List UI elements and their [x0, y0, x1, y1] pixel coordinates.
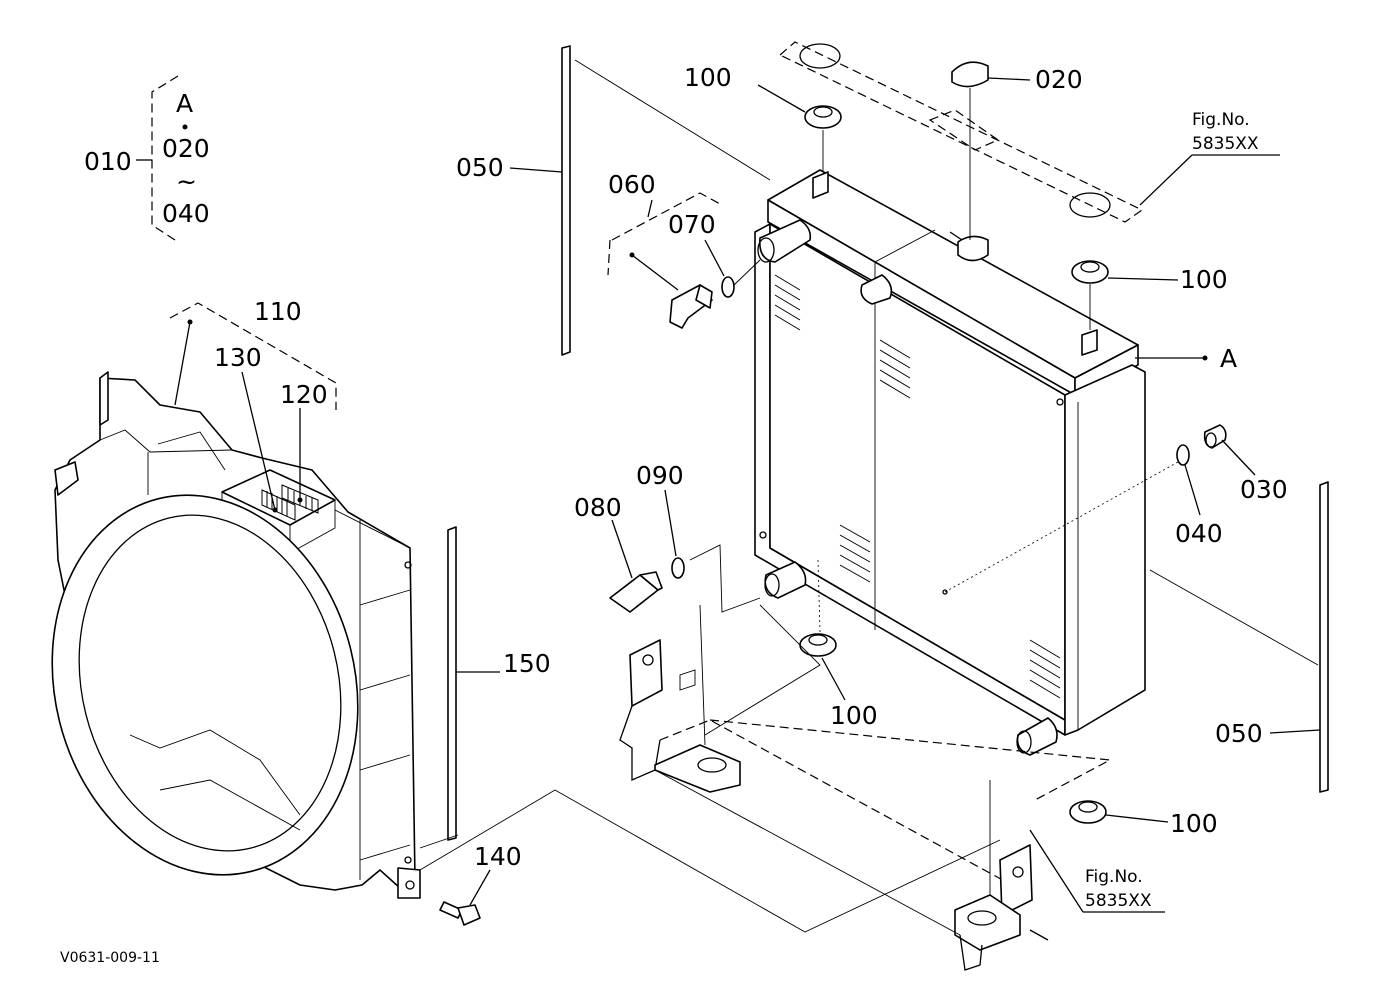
callout-100-top: 100 — [684, 63, 732, 92]
drain-plug-030-part: 030 — [1203, 424, 1288, 504]
group-010-member-a: A — [176, 89, 193, 118]
radiator-core-part — [754, 169, 1146, 756]
group-010-number: 010 — [84, 147, 132, 176]
grommet-100-bottom-part: 100 — [1069, 800, 1218, 838]
fig-ref-top: Fig.No. 5835XX — [1192, 110, 1259, 154]
seal-strip-050-right-part: 050 — [1149, 481, 1329, 793]
callout-060: 060 — [608, 170, 656, 199]
group-060-bracket: 060 070 — [607, 170, 723, 291]
seal-strip-050-left-part: 050 — [456, 45, 771, 356]
callout-150: 150 — [503, 649, 551, 678]
point-a-marker: A — [1135, 344, 1237, 373]
callout-100-mid: 100 — [830, 701, 878, 730]
callout-140: 140 — [474, 842, 522, 871]
callout-030: 030 — [1240, 475, 1288, 504]
o-ring-070-part — [704, 239, 761, 298]
fan-shroud-part — [51, 371, 421, 899]
fig-ref-top-line1: Fig.No. — [1192, 110, 1250, 130]
callout-110: 110 — [254, 297, 302, 326]
fig-ref-bottom-line2: 5835XX — [1085, 891, 1152, 911]
o-ring-090-part: 090 — [636, 461, 761, 613]
bolt-140-part: 140 — [439, 842, 522, 926]
grommet-100-mid-part: 100 — [799, 633, 878, 730]
radiator-cap-020-part: 020 — [951, 61, 1083, 240]
callout-130: 130 — [214, 343, 262, 372]
group-010-range-tilde: ~ — [176, 167, 197, 196]
seal-strip-150-part: 150 — [447, 526, 551, 841]
group-110-bracket: 110 130 120 — [169, 297, 337, 513]
drawing-code: V0631-009-11 — [60, 950, 160, 966]
grommet-100-top-part: 100 — [684, 63, 842, 172]
callout-080: 080 — [574, 493, 622, 522]
group-010-member-020: 020 — [162, 134, 210, 163]
group-010-bracket: 010 A 020 ~ 040 — [84, 75, 210, 243]
callout-050-left: 050 — [456, 153, 504, 182]
alignment-lines — [419, 559, 1001, 933]
callout-040: 040 — [1175, 519, 1223, 548]
fig-ref-bottom-line1: Fig.No. — [1085, 867, 1143, 887]
callout-050-right: 050 — [1215, 719, 1263, 748]
fig-ref-bottom: Fig.No. 5835XX — [1029, 829, 1165, 913]
group-010-member-040: 040 — [162, 199, 210, 228]
fig-ref-top-line2: 5835XX — [1192, 134, 1259, 154]
callout-100-bottom: 100 — [1170, 809, 1218, 838]
fitting-080-part: 080 — [574, 493, 663, 613]
top-gasket-part — [778, 41, 1280, 223]
callout-100-right: 100 — [1180, 265, 1228, 294]
elbow-060-part — [669, 284, 713, 329]
callout-a: A — [1220, 344, 1237, 373]
callout-070: 070 — [668, 210, 716, 239]
grommet-100-right-part: 100 — [1071, 260, 1228, 330]
lower-frame-part — [619, 604, 1113, 971]
gasket-040-part: 040 — [944, 444, 1223, 593]
callout-120: 120 — [280, 380, 328, 409]
callout-020: 020 — [1035, 65, 1083, 94]
callout-090: 090 — [636, 461, 684, 490]
